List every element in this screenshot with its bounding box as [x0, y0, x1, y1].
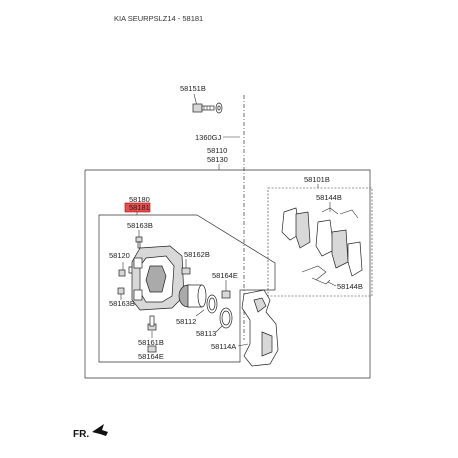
caliper-bracket [241, 289, 279, 367]
label-58113[interactable]: 58113 [196, 329, 216, 338]
label-58101B[interactable]: 58101B [304, 175, 330, 184]
dust-boot-seal [219, 307, 233, 329]
assembly-frame [84, 169, 371, 379]
leader-58113 [215, 325, 223, 333]
label-58164E-top[interactable]: 58164E [212, 271, 238, 280]
bleeder-bolt-top [135, 236, 143, 249]
label-58162B[interactable]: 58162B [184, 250, 210, 259]
label-58144B-top[interactable]: 58144B [316, 193, 342, 202]
label-58164E-bottom[interactable]: 58164E [138, 352, 164, 361]
label-58181[interactable]: 58181 [129, 203, 150, 212]
pad-kit-frame [267, 187, 373, 297]
piston [178, 284, 207, 308]
label-58151B[interactable]: 58151B [180, 84, 206, 93]
pad-clips [301, 207, 359, 285]
boot-cap-top [221, 290, 231, 299]
front-arrow-icon [92, 424, 108, 436]
label-58112[interactable]: 58112 [176, 317, 196, 326]
bleeder-bolt-bottom [117, 287, 125, 295]
washer [215, 102, 223, 114]
highlight-58181 [124, 202, 151, 213]
brake-pad-left [281, 207, 311, 249]
piston-seal [206, 294, 218, 314]
caliper-housing [131, 245, 185, 311]
bleeder-screw [118, 266, 134, 277]
boot-cap-bottom [147, 345, 157, 353]
label-58144B-bottom[interactable]: 58144B [337, 282, 363, 291]
brake-pad-right [315, 219, 363, 277]
bolt-58151B [192, 103, 215, 113]
label-58163B-bottom[interactable]: 58163B [109, 299, 135, 308]
diagram-title: KIA SEURPSLZ14 - 58181 [114, 14, 203, 23]
guide-bolt [147, 315, 157, 331]
front-label: FR. [73, 429, 89, 440]
front-direction-marker: FR. [73, 424, 108, 440]
label-58120[interactable]: 58120 [109, 251, 130, 260]
label-58110[interactable]: 58110 [207, 146, 227, 155]
label-58163B-top[interactable]: 58163B [127, 221, 153, 230]
caliper-frame [98, 214, 276, 363]
label-1360GJ[interactable]: 1360GJ [195, 133, 222, 142]
guide-pin-boot [181, 267, 191, 275]
label-58161B[interactable]: 58161B [138, 338, 164, 347]
label-58180[interactable]: 58180 [129, 195, 150, 204]
leader-58144B-bottom [327, 281, 337, 287]
leader-58112 [195, 309, 205, 317]
label-58130[interactable]: 58130 [207, 155, 228, 164]
label-58114A[interactable]: 58114A [211, 342, 236, 351]
leader-58114A [237, 343, 249, 347]
